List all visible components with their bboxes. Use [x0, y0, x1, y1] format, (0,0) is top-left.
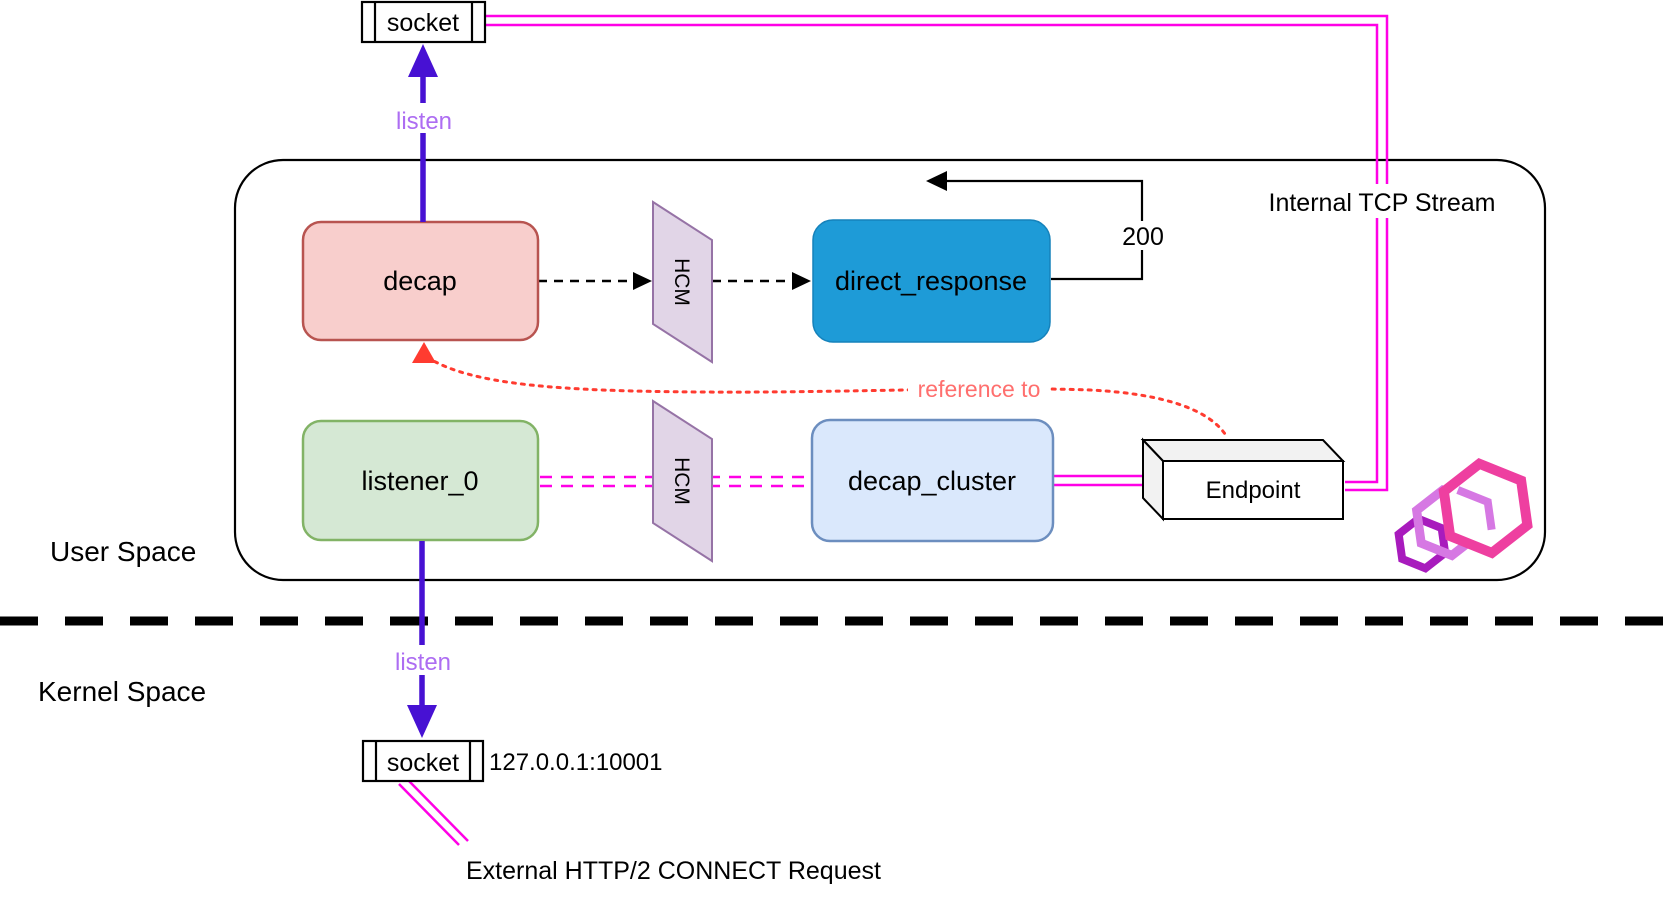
envoy-logo-inner-edge — [1456, 486, 1496, 531]
envoy-logo-hex-small — [1394, 514, 1450, 573]
socket-bottom-box — [361, 739, 485, 783]
label-200-bg — [1118, 221, 1168, 250]
label-internal-tcp-stream-bg — [1258, 184, 1506, 218]
node-socket-top-label: socket — [387, 9, 459, 37]
node-socket-bottom: socket — [361, 739, 485, 783]
decap-hcm-arrowhead-icon — [633, 272, 652, 290]
node-direct-response — [812, 219, 1051, 343]
node-endpoint: Endpoint — [1140, 437, 1346, 522]
label-socket-address: 127.0.0.1:10001 — [489, 749, 663, 776]
decap-hcm-arrow — [538, 272, 652, 290]
reference-curve — [425, 355, 1229, 439]
label-200: 200 — [1118, 221, 1168, 251]
hcm-directresponse-arrow — [712, 272, 811, 290]
node-decap-cluster-label: decap_cluster — [848, 466, 1016, 496]
listen-arrow-bottom — [407, 541, 437, 738]
label-listen-bottom-bg — [389, 645, 457, 675]
label-internal-tcp-stream-text: Internal TCP Stream — [1269, 189, 1496, 217]
label-listen-top-bg — [390, 103, 458, 133]
external-request-line-right — [407, 779, 469, 842]
label-external-request: External HTTP/2 CONNECT Request — [466, 857, 881, 885]
label-listen-top: listen — [390, 103, 458, 135]
label-200-text: 200 — [1122, 223, 1164, 251]
label-user-space: User Space — [50, 536, 196, 567]
label-internal-tcp-stream: Internal TCP Stream — [1258, 184, 1506, 218]
socket-top-box — [360, 0, 487, 44]
envoy-logo-icon — [1394, 458, 1533, 573]
node-socket-top: socket — [360, 0, 487, 44]
node-listener0-label: listener_0 — [361, 466, 478, 496]
external-request-line-left — [398, 783, 460, 846]
label-listen-top-text: listen — [396, 108, 452, 135]
node-direct-response-label: direct_response — [835, 266, 1027, 296]
label-reference-to: reference to — [908, 373, 1050, 402]
node-endpoint-label: Endpoint — [1206, 477, 1301, 504]
label-kernel-space: Kernel Space — [38, 676, 206, 707]
label-reference-to-bg — [908, 373, 1050, 402]
response-200-arrowhead-icon — [926, 171, 947, 191]
endpoint-cube-top-face — [1140, 439, 1346, 462]
node-hcm-top — [652, 200, 713, 364]
hcm-directresponse-arrowhead-icon — [792, 272, 811, 290]
node-hcm-bottom — [652, 399, 713, 563]
node-decap-cluster — [810, 418, 1055, 543]
label-listen-bottom: listen — [389, 645, 457, 676]
endpoint-cube-front-face — [1162, 460, 1344, 520]
node-listener0 — [301, 419, 540, 542]
listen-arrow-top-head-icon — [408, 44, 438, 77]
listen-arrow-top — [408, 44, 438, 222]
node-hcm-bottom-label: HCM — [670, 457, 693, 505]
node-hcm-top-label: HCM — [670, 258, 693, 306]
node-socket-bottom-label: socket — [387, 749, 459, 777]
label-listen-bottom-text: listen — [395, 649, 451, 676]
reference-arrowhead-icon — [412, 342, 436, 363]
internal-tcp-stream-line-inner — [485, 23, 1379, 484]
node-decap-label: decap — [383, 266, 457, 296]
listen-arrow-bottom-head-icon — [407, 705, 437, 738]
label-reference-to-text: reference to — [918, 376, 1041, 402]
internal-tcp-stream-line-outer — [485, 14, 1389, 492]
